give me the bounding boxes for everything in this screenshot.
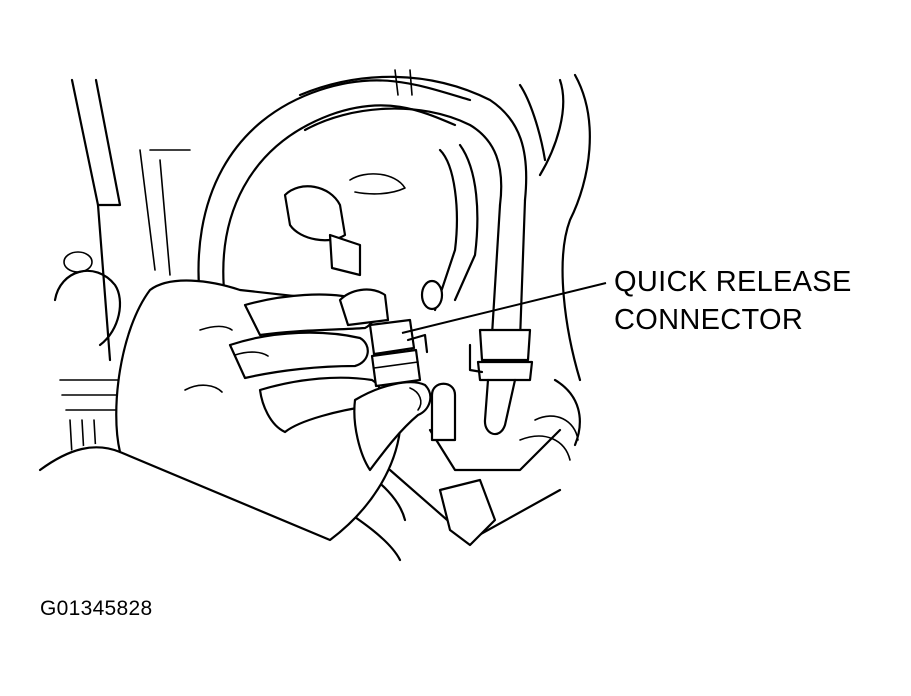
engine-components: [53, 69, 591, 562]
hand-illustration: [38, 279, 432, 610]
callout-line-2: CONNECTOR: [614, 304, 804, 336]
callout-leader-line: [401, 282, 607, 334]
callout-line-1: QUICK RELEASE: [614, 266, 852, 298]
figure-id: G01345828: [40, 597, 153, 620]
callout-label: QUICK RELEASE CONNECTOR: [614, 263, 852, 339]
